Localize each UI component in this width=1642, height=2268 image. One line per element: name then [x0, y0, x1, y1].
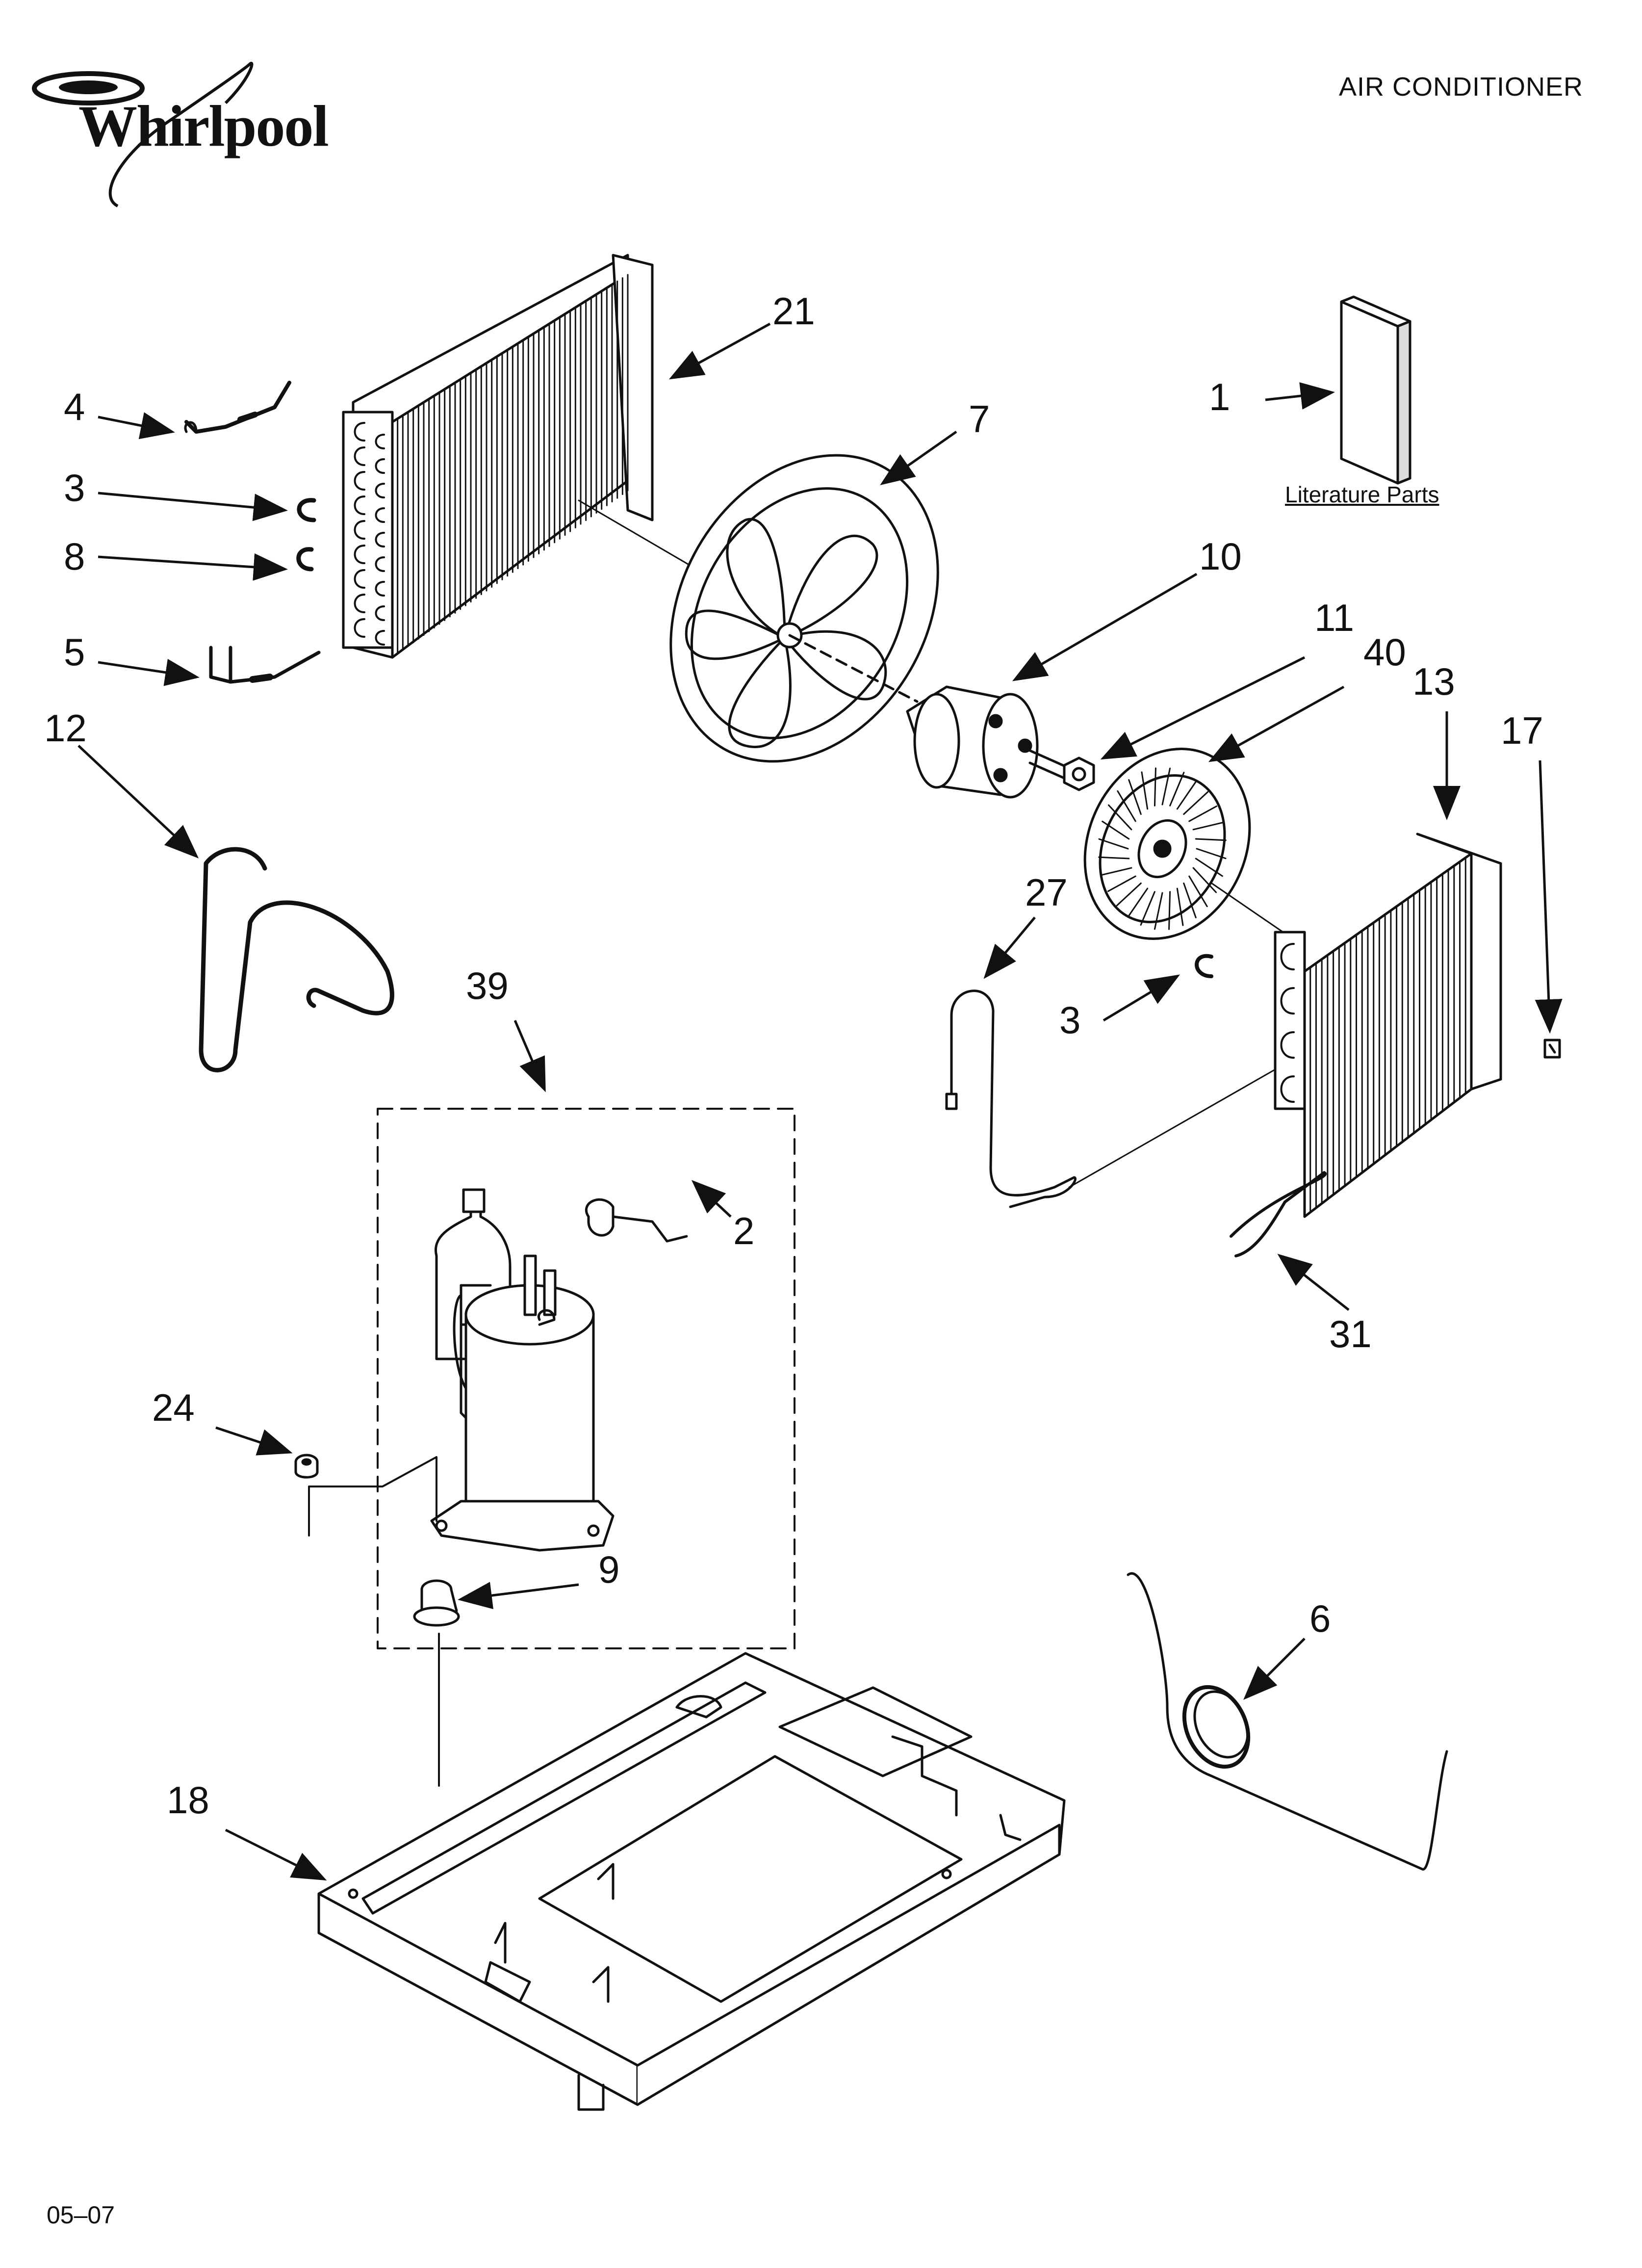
compressor: [308, 1188, 615, 1552]
callout-12: 12: [44, 706, 87, 750]
whirlpool-swirl-icon: [32, 61, 254, 208]
thermistor-clip: [1543, 1039, 1561, 1059]
callout-21: 21: [772, 289, 815, 333]
fan-motor: [906, 685, 1076, 799]
overload-protector: [585, 1198, 688, 1243]
callout-4: 4: [64, 385, 85, 428]
callout-2: 2: [733, 1209, 755, 1252]
callout-6: 6: [1309, 1597, 1331, 1640]
base-pan: [317, 1652, 1066, 2111]
capillary-tube: [945, 990, 1077, 1208]
callout-3-right: 3: [1059, 998, 1081, 1042]
brand-wordmark: Whirlpool: [78, 93, 329, 158]
callout-7: 7: [969, 397, 990, 441]
clip-3-left: [297, 498, 316, 522]
callout-5: 5: [64, 630, 85, 674]
literature-parts-booklet: [1340, 295, 1411, 485]
compressor-grommet: [413, 1579, 460, 1787]
literature-parts-label: Literature Parts: [1285, 482, 1439, 507]
callout-9: 9: [598, 1548, 620, 1591]
callout-31: 31: [1329, 1312, 1372, 1356]
discharge-tube-12: [199, 847, 394, 1072]
condenser-coil: [342, 254, 697, 659]
callout-13: 13: [1412, 660, 1455, 703]
callout-11: 11: [1314, 596, 1354, 639]
callout-24: 24: [152, 1386, 195, 1429]
page-title: AIR CONDITIONER: [1339, 72, 1584, 102]
callout-17: 17: [1501, 709, 1543, 752]
callout-27: 27: [1025, 871, 1068, 914]
callout-8: 8: [64, 535, 85, 578]
refrigerant-tube-5: [209, 646, 321, 684]
compressor-nut: [294, 1454, 319, 1479]
refrigerant-tube-4: [184, 381, 291, 434]
capacitor-strap: [1127, 1572, 1448, 1871]
spring-clip: [1195, 954, 1213, 978]
drain-tube: [1230, 1171, 1327, 1257]
callout-3-left: 3: [64, 466, 85, 509]
callout-18: 18: [167, 1778, 209, 1822]
callout-40: 40: [1363, 630, 1406, 674]
motor-nut: [1063, 756, 1095, 791]
revision-code: 05–07: [47, 2201, 115, 2229]
blower-wheel: [1083, 748, 1306, 948]
callout-1: 1: [1209, 375, 1231, 418]
callout-10: 10: [1199, 535, 1242, 578]
callout-39: 39: [466, 964, 509, 1007]
clip-8: [296, 547, 314, 572]
evaporator-coil: [1068, 833, 1502, 1218]
fan-shroud: [669, 454, 939, 763]
